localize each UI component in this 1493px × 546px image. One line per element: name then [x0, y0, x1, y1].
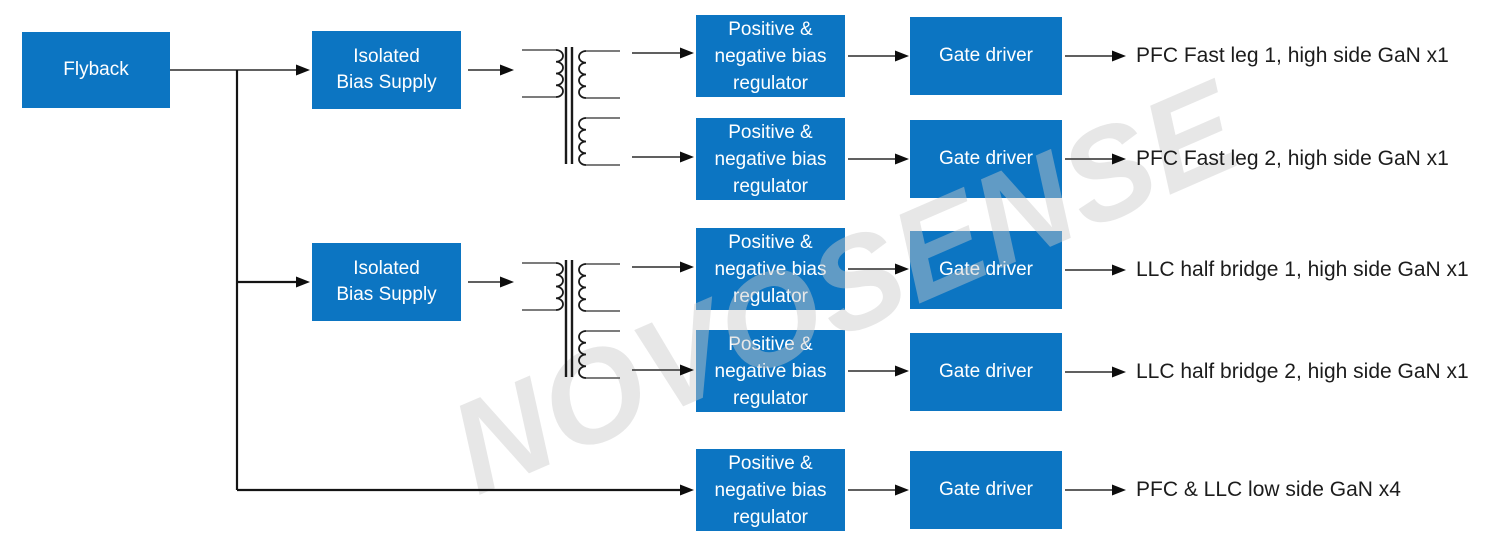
- transformer-to-regulator-1-arrow: [632, 47, 694, 59]
- output-label-pfc-llc-low-side: PFC & LLC low side GaN x4: [1136, 478, 1401, 501]
- branch-to-bias-supply-2-arrow: [237, 276, 310, 288]
- bias-regulator-5-box: Positive & negative bias regulator: [696, 449, 845, 531]
- isolated-bias-supply-2-box: Isolated Bias Supply: [312, 243, 461, 321]
- transformer-to-regulator-4-arrow: [632, 364, 694, 376]
- gate-driver-2-box: Gate driver: [910, 120, 1062, 198]
- bias-supply-2-to-transformer-arrow: [468, 276, 514, 288]
- transformer-to-regulator-3-arrow: [632, 261, 694, 273]
- gate-driver-5-box: Gate driver: [910, 451, 1062, 529]
- bias-regulator-4-box: Positive & negative bias regulator: [696, 330, 845, 412]
- transformer-icon-1: [520, 45, 622, 167]
- branch-to-low-side-regulator-arrow: [237, 484, 694, 496]
- output-label-llc-half-bridge-1: LLC half bridge 1, high side GaN x1: [1136, 258, 1469, 281]
- bias-regulator-3-box: Positive & negative bias regulator: [696, 228, 845, 310]
- flyback-to-bias-supply-1-arrow: [170, 64, 310, 76]
- flyback-box: Flyback: [22, 32, 170, 108]
- bias-supply-1-to-transformer-arrow: [468, 64, 514, 76]
- gate-driver-to-output-arrows: [1065, 50, 1126, 496]
- transformer-to-regulator-2-arrow: [632, 151, 694, 163]
- regulator-to-gate-driver-arrows: [848, 50, 909, 496]
- output-label-pfc-fast-leg-2: PFC Fast leg 2, high side GaN x1: [1136, 147, 1449, 170]
- gate-driver-3-box: Gate driver: [910, 231, 1062, 309]
- bias-regulator-2-box: Positive & negative bias regulator: [696, 118, 845, 200]
- gate-driver-1-box: Gate driver: [910, 17, 1062, 95]
- transformer-icon-2: [520, 258, 622, 380]
- output-label-pfc-fast-leg-1: PFC Fast leg 1, high side GaN x1: [1136, 44, 1449, 67]
- isolated-bias-supply-1-box: Isolated Bias Supply: [312, 31, 461, 109]
- gate-driver-4-box: Gate driver: [910, 333, 1062, 411]
- output-label-llc-half-bridge-2: LLC half bridge 2, high side GaN x1: [1136, 360, 1469, 383]
- bias-regulator-1-box: Positive & negative bias regulator: [696, 15, 845, 97]
